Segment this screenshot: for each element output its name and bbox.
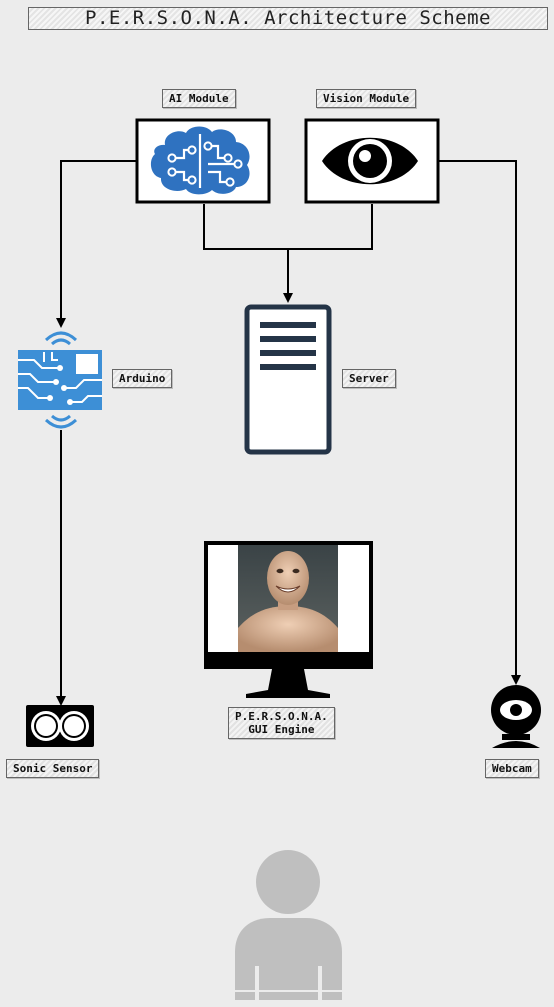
gui-engine-label: P.E.R.S.O.N.A. GUI Engine xyxy=(228,707,335,739)
vision-module-node xyxy=(304,118,440,204)
server-label: Server xyxy=(342,369,396,388)
webcam-label: Webcam xyxy=(485,759,539,778)
vision-module-label: Vision Module xyxy=(316,89,417,108)
server-tower-icon xyxy=(244,304,332,455)
connectors xyxy=(56,160,521,706)
monitor-avatar-icon xyxy=(204,541,373,698)
user-silhouette-icon xyxy=(235,850,342,1000)
avatar-face-image xyxy=(238,545,338,652)
edge-ai-to-arduino xyxy=(56,160,137,328)
ai-module-node xyxy=(135,118,271,204)
ai-module-label: AI Module xyxy=(162,89,236,108)
edge-vision-to-server xyxy=(288,204,373,250)
diagram-title: P.E.R.S.O.N.A. Architecture Scheme xyxy=(28,7,548,30)
brain-circuit-icon xyxy=(150,126,250,195)
eye-icon xyxy=(322,137,418,185)
gui-engine-label-line2: GUI Engine xyxy=(248,723,315,736)
gui-engine-label-line1: P.E.R.S.O.N.A. xyxy=(235,710,328,723)
edge-vision-to-webcam xyxy=(439,160,521,685)
ultrasonic-sensor-icon xyxy=(26,705,94,747)
webcam-icon xyxy=(491,685,541,748)
arduino-label: Arduino xyxy=(112,369,173,388)
edge-ai-to-server xyxy=(203,204,293,303)
sonic-sensor-label: Sonic Sensor xyxy=(6,759,100,778)
microcontroller-icon xyxy=(18,331,102,429)
